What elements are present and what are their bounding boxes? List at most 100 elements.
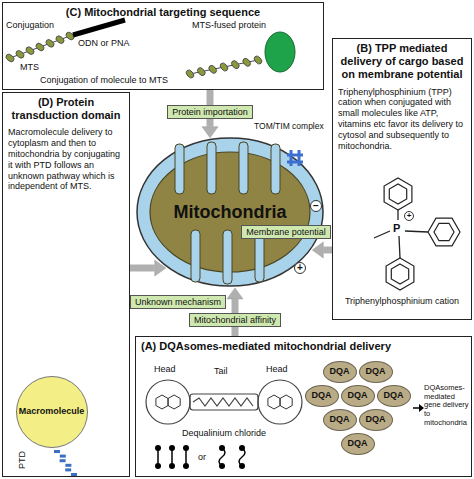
- mts-bead: [196, 66, 206, 77]
- dqa-dot: [183, 445, 189, 451]
- part-label: MTS: [20, 62, 39, 72]
- dqa-ellipse: DQA: [377, 385, 411, 407]
- ring: [384, 178, 412, 210]
- mts-bead: [5, 53, 16, 63]
- ring: [156, 395, 168, 409]
- mts-bead: [55, 34, 66, 44]
- charge-symbol: +: [294, 262, 306, 274]
- dqa-ellipse: DQA: [359, 409, 393, 431]
- atom-symbol: P: [393, 222, 400, 235]
- part-label: PTD: [17, 451, 27, 469]
- part-label: Head: [266, 364, 288, 374]
- dqa-dot: [239, 463, 245, 469]
- bond: [405, 231, 428, 232]
- part-label: TOM/TIM complex: [254, 122, 324, 132]
- node-label: Mitochondria: [174, 202, 287, 223]
- node-label: DQA: [330, 366, 350, 377]
- ptd-segment: [71, 473, 77, 476]
- arrow-shaft: [130, 265, 155, 272]
- bond: [374, 231, 390, 238]
- connector-arrow: [312, 242, 332, 258]
- dqa-symbols: [155, 445, 245, 469]
- panel-box: (D) Protein transduction domainMacromole…: [2, 92, 130, 477]
- arrow-shaft: [323, 247, 332, 254]
- ptd-segment: [54, 450, 60, 453]
- crista: [207, 142, 216, 194]
- node-label: DQA: [366, 414, 386, 425]
- conjunction-label: or: [198, 452, 206, 462]
- arrow-label: Membrane potential: [241, 225, 331, 240]
- arrow-head: [419, 404, 424, 412]
- arrow-head: [202, 127, 218, 138]
- dqa-ellipse: DQA: [341, 433, 375, 455]
- dqa-ellipse: DQA: [305, 385, 339, 407]
- dqa-dot: [219, 463, 225, 469]
- ring: [428, 218, 460, 246]
- arrow-label: Mitochondrial affinity: [189, 313, 281, 328]
- node-label: DQA: [330, 414, 350, 425]
- bond: [399, 236, 400, 258]
- arrow-label: Protein importation: [167, 105, 253, 120]
- dqa-dot: [169, 445, 175, 451]
- ring: [168, 395, 180, 409]
- panel-box: (A) DQAsomes-mediated mitochondrial deli…: [135, 336, 472, 477]
- quinoline-rings: [156, 395, 292, 409]
- mts-bead: [253, 55, 263, 66]
- phenyl-rings: [384, 178, 460, 290]
- dqa-dot: [219, 445, 225, 451]
- head-circle: [258, 380, 302, 424]
- dqa-dot: [183, 463, 189, 469]
- panel-title: (C) Mitochondrial targeting sequence: [8, 6, 318, 19]
- part-label: Head: [154, 364, 176, 374]
- mts-bead: [15, 49, 26, 59]
- crista: [175, 144, 184, 194]
- node-label: DQA: [348, 390, 368, 401]
- panel-title: (A) DQAsomes-mediated mitochondrial deli…: [141, 340, 466, 353]
- panel-title: (B) TPP mediated delivery of cargo based…: [338, 42, 466, 82]
- ring: [268, 395, 280, 409]
- body-text: Triphenylphosphinium (TPP) cation when c…: [338, 87, 466, 152]
- mts-bead: [35, 42, 46, 52]
- crista: [223, 230, 232, 284]
- mts-bead: [207, 64, 217, 75]
- fused-protein: [265, 32, 295, 72]
- oligo-bar: [73, 20, 125, 35]
- mts-bead: [25, 45, 36, 55]
- mts-bead: [241, 57, 251, 68]
- dqa-ellipse: DQA: [359, 361, 393, 383]
- mts-chain: [5, 31, 264, 80]
- delivery-arrow: [413, 404, 424, 412]
- node-label: DQA: [366, 366, 386, 377]
- node-label: Macromolecule: [19, 406, 85, 417]
- ring: [389, 184, 406, 204]
- ptd-chain: [54, 450, 77, 476]
- crista: [239, 142, 248, 194]
- part-label: MTS-fused protein: [192, 20, 266, 30]
- tail-chain: [193, 398, 253, 406]
- arrow-shaft: [413, 407, 419, 409]
- bond: [397, 210, 398, 220]
- connector-arrow: [130, 260, 166, 276]
- tail-box: [190, 394, 258, 410]
- dqa-ellipse: DQA: [323, 361, 357, 383]
- ring: [391, 264, 408, 284]
- arrow-head: [227, 288, 243, 299]
- charge-symbol: −: [310, 200, 322, 212]
- note-label: DQAsomes-mediated gene delivery to mitoc…: [424, 384, 471, 427]
- structure-name: Triphenylphosphinium cation: [345, 296, 459, 306]
- head-circle: [146, 380, 190, 424]
- ptd-segment: [60, 459, 66, 462]
- mts-bead: [185, 69, 195, 80]
- ring: [386, 258, 414, 290]
- dqa-dot: [239, 445, 245, 451]
- dqa-dot: [169, 463, 175, 469]
- node-label: DQA: [384, 390, 404, 401]
- caption-label: Conjugation of molecule to MTS: [40, 75, 168, 85]
- ptd-segment: [60, 455, 66, 458]
- panel-box: (B) TPP mediated delivery of cargo based…: [332, 38, 472, 320]
- mts-bead: [230, 59, 240, 70]
- ring: [434, 223, 454, 240]
- crista: [271, 144, 280, 194]
- ring: [280, 395, 292, 409]
- node-label: DQA: [312, 390, 332, 401]
